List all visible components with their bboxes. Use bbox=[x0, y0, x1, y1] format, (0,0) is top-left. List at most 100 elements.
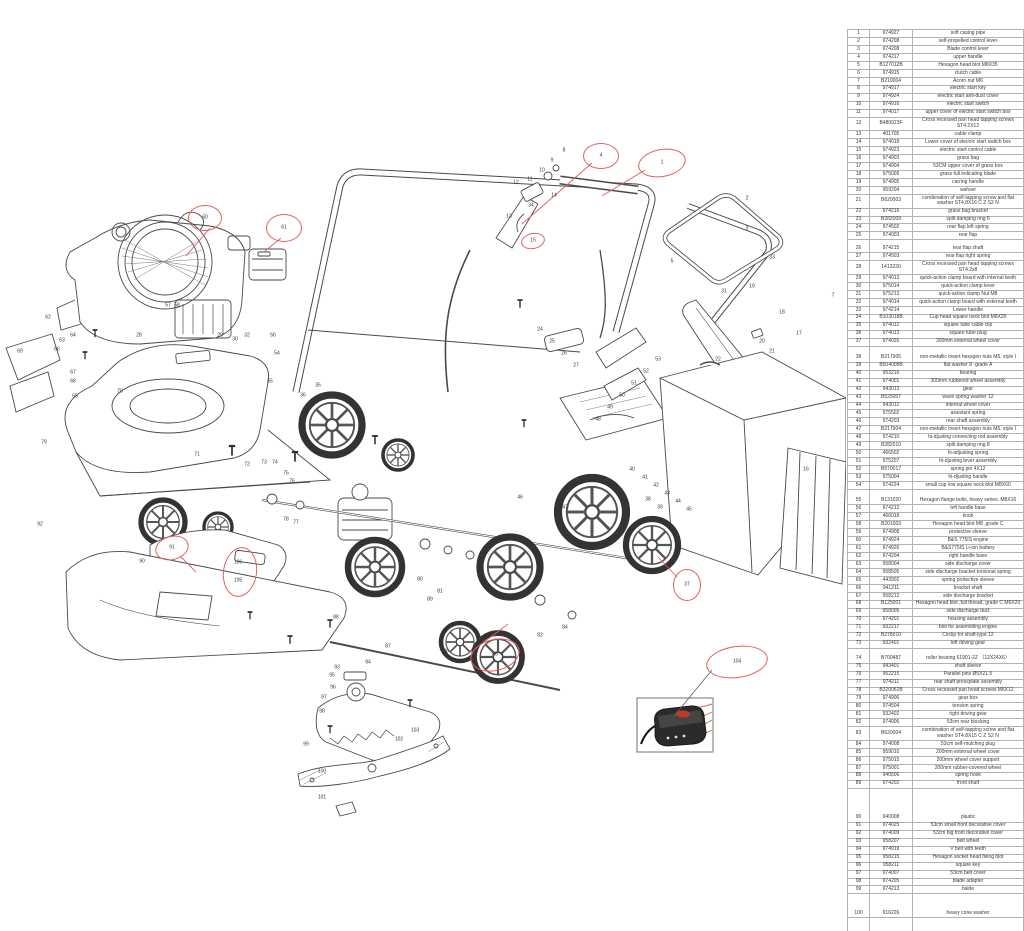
callout-number: 76 bbox=[289, 478, 295, 485]
table-cell: 11 bbox=[847, 108, 870, 118]
table-cell: 71 bbox=[847, 623, 870, 633]
table-cell: 20 bbox=[847, 186, 870, 195]
table-cell: 81 bbox=[847, 710, 870, 720]
table-cell: 24 bbox=[847, 223, 870, 233]
table-cell: 974003 bbox=[869, 231, 913, 241]
table-cell: 25 bbox=[847, 231, 870, 241]
table-cell: 96 bbox=[847, 861, 870, 871]
table-cell: rear flap bbox=[912, 231, 1024, 241]
table-cell: Hexagon head blot ,full thread, grade C … bbox=[912, 599, 1024, 609]
callout-number: 7 bbox=[831, 292, 835, 299]
table-cell: 974211 bbox=[869, 678, 913, 688]
table-cell: hi-djusting handle bbox=[912, 473, 1024, 483]
table-cell: 76 bbox=[847, 670, 870, 680]
table-cell: non-metallic insert hexagon nuts M6, sty… bbox=[912, 345, 1024, 363]
table-cell: 54 bbox=[847, 481, 870, 491]
callout-number: 94 bbox=[365, 659, 371, 666]
table-cell: housing assembly bbox=[912, 615, 1024, 625]
callout-number: 18 bbox=[779, 309, 785, 316]
callout-number: 2 bbox=[745, 195, 749, 202]
table-cell: 974006 bbox=[869, 718, 913, 728]
table-cell: 58 bbox=[847, 520, 870, 530]
table-cell: 974012 bbox=[869, 321, 913, 331]
table-cell: B620003 bbox=[869, 193, 913, 209]
table-cell: internal wheel cover bbox=[912, 401, 1024, 411]
table-cell: cable clamp bbox=[912, 130, 1024, 140]
table-cell: 10 bbox=[847, 100, 870, 110]
callout-number: 31 bbox=[721, 288, 727, 295]
front-covers-art bbox=[65, 529, 347, 661]
callout-number: 43 bbox=[664, 490, 670, 497]
table-cell: 974210 bbox=[869, 433, 913, 443]
callout-number: 29 bbox=[217, 332, 223, 339]
table-cell: 52 bbox=[847, 465, 870, 475]
table-cell: heavy cone washer bbox=[912, 893, 1024, 919]
table-cell: 64 bbox=[847, 567, 870, 577]
table-cell: 89 bbox=[847, 779, 870, 789]
table-cell: 974224 bbox=[869, 481, 913, 491]
table-cell: protective sleeve bbox=[912, 528, 1024, 538]
table-cell: 40 bbox=[847, 369, 870, 379]
grass-box-art bbox=[659, 351, 846, 585]
table-cell: B217905 bbox=[869, 345, 913, 363]
callout-number: 25 bbox=[549, 338, 555, 345]
callout-number: 45 bbox=[686, 506, 692, 513]
callout-number: 86 bbox=[443, 648, 449, 655]
table-cell: 63 bbox=[847, 559, 870, 569]
callout-number: 14 bbox=[551, 192, 557, 199]
table-cell: 300mm rubbered wheel assembly bbox=[912, 377, 1024, 387]
callout-number: 27 bbox=[573, 362, 579, 369]
table-cell: 22 bbox=[847, 207, 870, 217]
table-cell: Cross recessed pan head screws M6X12 bbox=[912, 686, 1024, 696]
table-cell: 975014 bbox=[869, 281, 913, 291]
table-cell: 47 bbox=[847, 425, 870, 435]
table-cell: B700487 bbox=[869, 647, 913, 664]
table-cell: 50 bbox=[847, 449, 870, 459]
table-cell: 974009 bbox=[869, 829, 913, 839]
callout-number: 51 bbox=[631, 380, 637, 387]
table-cell: 80 bbox=[847, 702, 870, 712]
table-cell: 974018 bbox=[869, 138, 913, 148]
table-cell: 53cm rear blocking bbox=[912, 718, 1024, 728]
callout-number: 52 bbox=[643, 368, 649, 375]
table-cell: 92 bbox=[847, 829, 870, 839]
table-cell: 83 bbox=[847, 726, 870, 741]
table-cell: 69 bbox=[847, 607, 870, 617]
table-cell: belt wheel bbox=[912, 837, 1024, 847]
table-cell: Lower cover of electric start switch box bbox=[912, 138, 1024, 148]
table-cell: 61 bbox=[847, 544, 870, 553]
table-cell: 974213 bbox=[869, 885, 913, 895]
table-cell: electric start key bbox=[912, 84, 1024, 94]
table-cell: 932402 bbox=[869, 710, 913, 720]
callout-number: 40 bbox=[629, 466, 635, 473]
table-cell: side discharge cover bbox=[912, 559, 1024, 569]
table-cell: 82 bbox=[847, 718, 870, 728]
table-cell: 958004 bbox=[869, 559, 913, 569]
callout-number: 32 bbox=[244, 332, 250, 339]
callout-number: 21 bbox=[769, 348, 775, 355]
table-cell: 14 bbox=[847, 138, 870, 148]
callout-number: 84 bbox=[562, 624, 568, 631]
table-cell: 974007 bbox=[869, 869, 913, 879]
callout-number: 73 bbox=[261, 459, 267, 466]
callout-number: 106 bbox=[233, 559, 243, 566]
table-cell: 974926 bbox=[869, 544, 913, 553]
table-cell: shaft sleeve bbox=[912, 662, 1024, 672]
